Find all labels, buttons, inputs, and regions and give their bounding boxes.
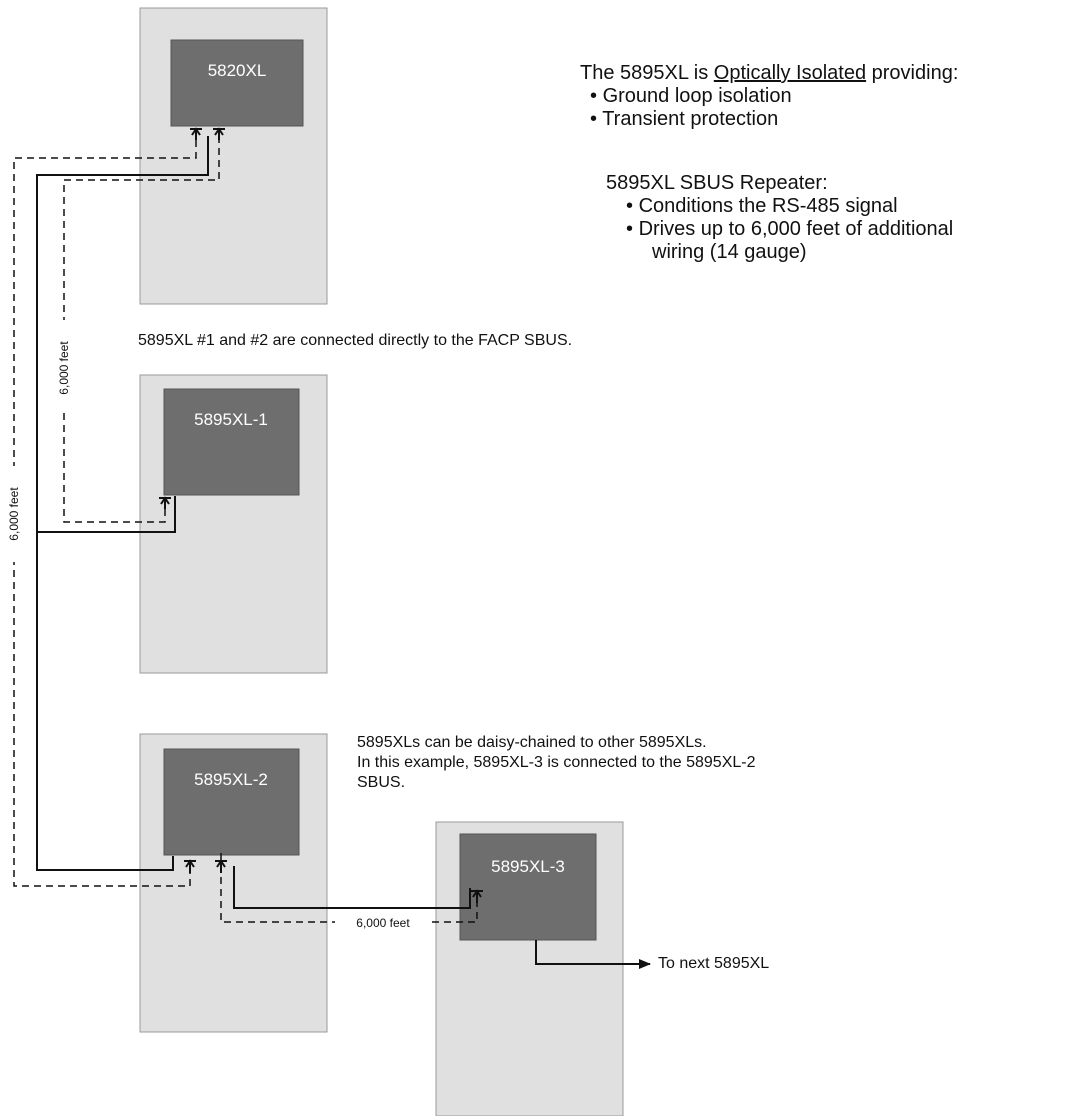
- module-5820xl: [170, 39, 304, 127]
- module-5895xl-2-label: 5895XL-2: [194, 770, 268, 789]
- daisy-line-1: 5895XLs can be daisy-chained to other 58…: [357, 734, 707, 751]
- module-5895xl-2: [163, 748, 300, 856]
- isolation-bullet-2: • Transient protection: [590, 108, 779, 130]
- sbus-wire-to-xl1-and-xl2: [36, 136, 209, 871]
- isolation-note-lead: The 5895XL is Optically Isolated providi…: [580, 62, 958, 85]
- to-next-label: To next 5895XL: [658, 955, 770, 972]
- dashed-wire-inner: [63, 136, 220, 523]
- sbus-out-xl3: [535, 940, 651, 969]
- repeater-note: 5895XL SBUS Repeater: • Conditions the R…: [606, 172, 953, 264]
- daisy-line-2: In this example, 5895XL-3 is connected t…: [357, 754, 756, 771]
- isolation-bullet-2-text: Transient protection: [602, 108, 779, 130]
- module-5895xl-1: [163, 388, 300, 496]
- module-5820xl-label: 5820XL: [208, 61, 267, 80]
- repeater-note-title: 5895XL SBUS Repeater:: [606, 172, 828, 194]
- repeater-bullet-1-text: Conditions the RS-485 signal: [638, 195, 898, 217]
- daisy-line-3: SBUS.: [357, 774, 406, 791]
- repeater-bullet-2-text: Drives up to 6,000 feet of additional: [638, 218, 954, 240]
- repeater-bullet-1: • Conditions the RS-485 signal: [626, 195, 898, 217]
- repeater-bullet-2: • Drives up to 6,000 feet of additional: [626, 218, 954, 240]
- daisy-chain-note: 5895XLs can be daisy-chained to other 58…: [357, 733, 755, 793]
- isolation-lead-underlined: Optically Isolated: [713, 62, 867, 84]
- module-5895xl-1-label: 5895XL-1: [194, 410, 268, 429]
- isolation-lead-text: The 5895XL is: [580, 62, 714, 84]
- isolation-lead-tail: providing:: [866, 62, 959, 84]
- terminal-5895xl-3: [471, 889, 483, 903]
- dashed-wire-xl2-to-xl3: [220, 853, 335, 923]
- module-5895xl-3: [459, 833, 597, 941]
- terminal-5820xl-left: [190, 127, 202, 140]
- isolation-bullet-1-text: Ground loop isolation: [602, 85, 792, 107]
- isolation-note: The 5895XL is Optically Isolated providi…: [580, 62, 958, 131]
- terminal-5895xl-1: [159, 496, 171, 509]
- terminal-5895xl-2-right: [215, 859, 227, 873]
- sbus-branch-to-xl1: [37, 496, 176, 533]
- distance-label-horizontal: 6,000 feet: [356, 916, 410, 930]
- terminal-5895xl-2-left: [184, 859, 196, 873]
- dashed-wire-xl3-return: [432, 903, 478, 923]
- direct-connection-note: 5895XL #1 and #2 are connected directly …: [138, 332, 573, 349]
- distance-label-inner: 6,000 feet: [57, 341, 71, 395]
- isolation-bullet-1: • Ground loop isolation: [590, 85, 792, 107]
- distance-label-outer: 6,000 feet: [7, 487, 21, 541]
- terminal-5820xl-right: [213, 127, 225, 140]
- module-5895xl-3-label: 5895XL-3: [491, 857, 565, 876]
- sbus-wire-xl2-to-xl3: [233, 866, 471, 909]
- repeater-continuation: wiring (14 gauge): [652, 241, 807, 263]
